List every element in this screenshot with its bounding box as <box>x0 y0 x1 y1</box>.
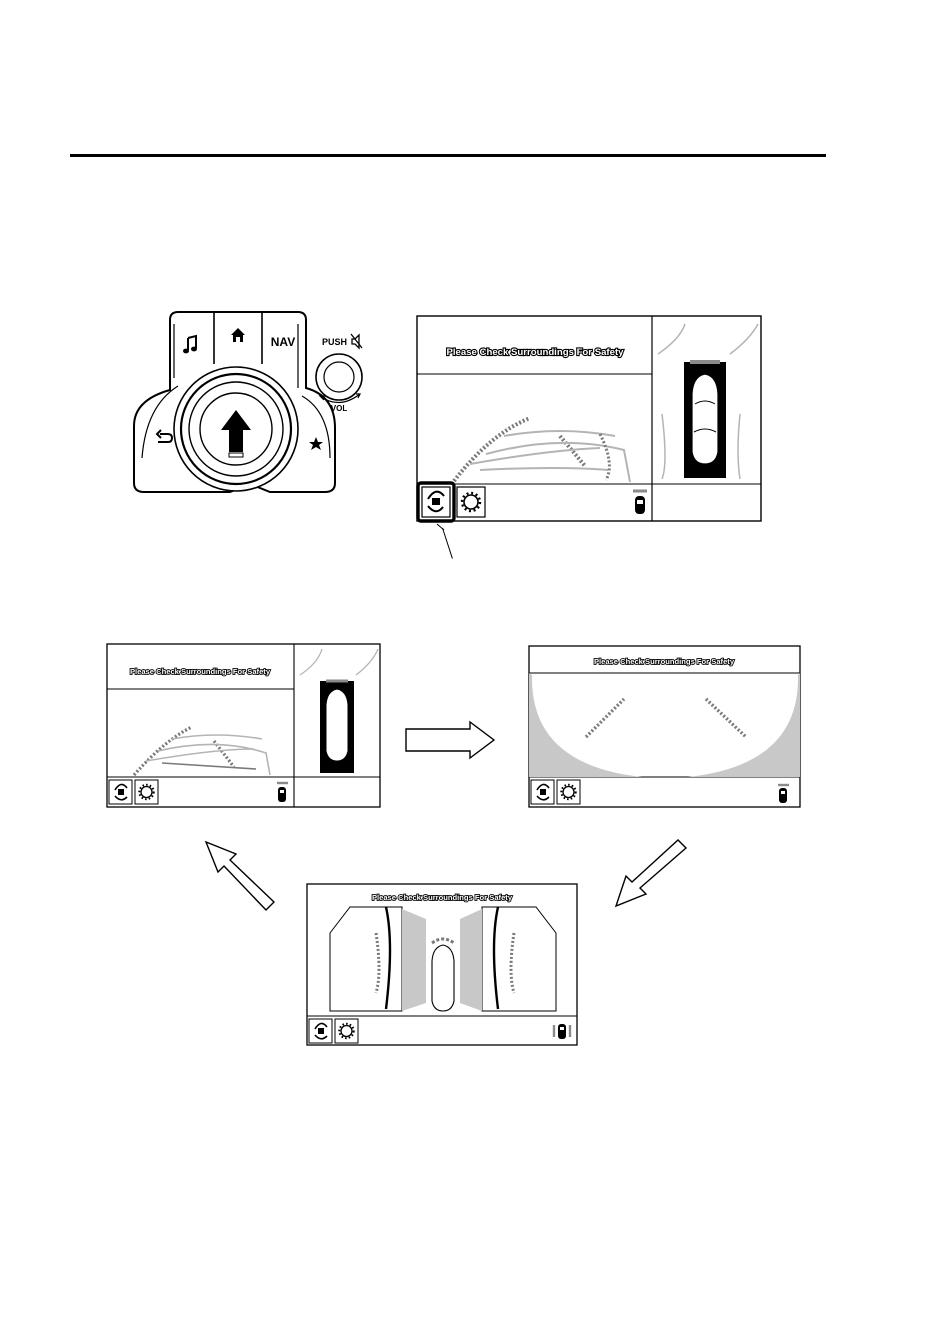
top-view-panel <box>657 323 759 480</box>
car-status-icon <box>552 1024 572 1039</box>
up-arrow-icon <box>221 410 251 458</box>
parking-guide-lines <box>132 725 271 777</box>
music-note-icon[interactable] <box>183 334 197 354</box>
push-label: PUSH <box>322 337 347 347</box>
down-left-arrow-icon <box>614 839 688 908</box>
callout-line <box>442 527 454 559</box>
back-icon[interactable] <box>155 429 174 443</box>
view-switch-icon[interactable] <box>308 1018 333 1044</box>
safety-caption: Please Check Surroundings For Safety <box>372 893 513 902</box>
settings-gear-icon[interactable] <box>456 486 486 518</box>
right-side-view <box>460 906 557 1012</box>
favorite-star-icon[interactable] <box>309 437 323 450</box>
home-icon[interactable] <box>231 328 245 342</box>
volume-knob[interactable]: PUSH VOL <box>310 330 372 414</box>
right-arrow-icon <box>405 720 496 760</box>
car-top-icon <box>325 688 349 762</box>
top-view-panel <box>299 648 379 773</box>
settings-gear-icon[interactable] <box>134 779 159 805</box>
wide-view-shade <box>529 673 800 777</box>
commander-controller: NAV <box>133 311 336 493</box>
safety-caption: Please Check Surroundings For Safety <box>130 667 271 676</box>
parking-guide-lines <box>584 697 748 739</box>
car-top-icon <box>431 937 455 1012</box>
car-top-icon <box>691 373 719 465</box>
view-switch-icon[interactable] <box>530 779 555 805</box>
vol-label: VOL <box>331 404 348 413</box>
view-switch-icon[interactable] <box>421 486 451 518</box>
parking-guide-lines <box>452 416 631 483</box>
nav-button[interactable]: NAV <box>271 335 295 349</box>
car-status-icon <box>633 489 647 514</box>
settings-gear-icon[interactable] <box>334 1018 359 1044</box>
view-switch-highlight <box>416 481 456 523</box>
car-status-icon <box>778 783 789 803</box>
up-left-arrow-icon <box>204 840 276 912</box>
settings-gear-icon[interactable] <box>556 779 581 805</box>
safety-caption: Please Check Surroundings For Safety <box>594 657 735 666</box>
car-status-icon <box>277 781 288 802</box>
left-side-view <box>329 906 426 1012</box>
monitor-screen-wide-rear: Please Check Surroundings For Safety <box>528 645 801 808</box>
monitor-screen-top-rear: Please Check Surroundings For Safety <box>416 315 762 530</box>
monitor-screen-side-view: Please Check Surroundings For Safety <box>306 883 578 1046</box>
mute-icon <box>350 333 363 350</box>
safety-caption: Please Check Surroundings For Safety <box>446 347 624 358</box>
monitor-screen-left: Please Check Surroundings For Safety <box>106 643 381 808</box>
section-rule <box>70 154 826 157</box>
view-switch-icon[interactable] <box>108 779 133 805</box>
